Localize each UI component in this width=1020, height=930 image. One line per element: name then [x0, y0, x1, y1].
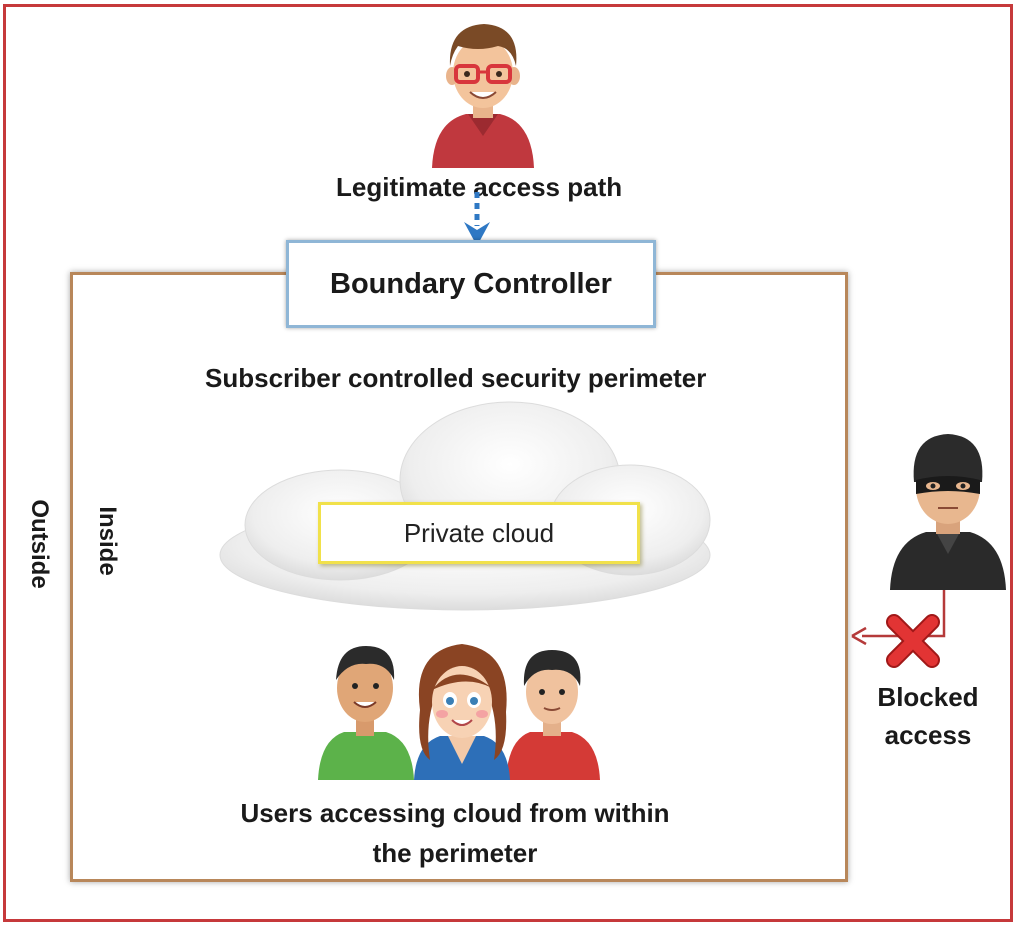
boundary-controller-label: Boundary Controller	[330, 267, 612, 300]
user-group-icon	[318, 644, 600, 780]
legit-access-arrow-icon	[464, 192, 490, 246]
perimeter-title: Subscriber controlled security perimeter	[205, 363, 707, 393]
outside-label: Outside	[26, 499, 53, 589]
users-caption-line2: the perimeter	[372, 838, 538, 868]
boundary-controller-box: Boundary Controller	[286, 240, 656, 328]
blocked-access-line2: access	[884, 720, 972, 750]
users-caption: Users accessing cloud from within the pe…	[200, 793, 710, 873]
user-glasses-icon	[432, 24, 534, 168]
blocked-access-label: Blocked access	[868, 678, 988, 754]
inside-label: Inside	[94, 506, 121, 576]
private-cloud-box: Private cloud	[318, 502, 640, 564]
blocked-access-line1: Blocked	[877, 682, 979, 712]
users-caption-line1: Users accessing cloud from within	[240, 798, 670, 828]
masked-intruder-icon	[890, 434, 1006, 590]
red-x-icon	[886, 614, 940, 668]
private-cloud-label: Private cloud	[403, 517, 555, 548]
blocked-access-arrow-icon	[851, 590, 946, 646]
